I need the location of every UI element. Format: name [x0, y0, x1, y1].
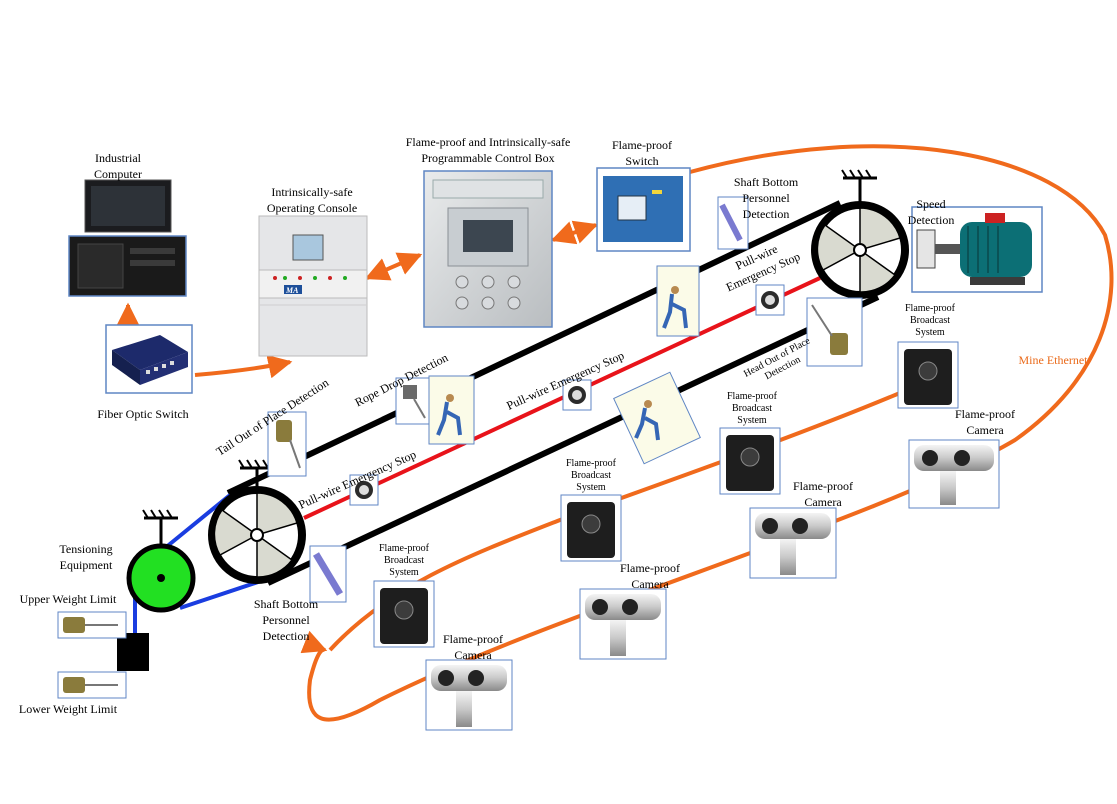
- label-camera-1: Flame-proof Camera: [443, 632, 503, 662]
- camera-device-1: [425, 659, 513, 731]
- rope-drop-sensor: [395, 377, 433, 425]
- tail-pulley: [208, 459, 306, 584]
- lower-weight-limit-switch: [57, 671, 127, 699]
- camera-device-4: [908, 439, 1000, 509]
- belt-upper: [226, 200, 842, 496]
- label-mine-ethernet: Mine Ethernet: [1018, 353, 1088, 367]
- camera-device-3: [749, 507, 837, 579]
- label-shaft-bottom-top: Shaft Bottom Personnel Detection: [733, 175, 799, 221]
- box-switch-link: [550, 220, 599, 245]
- label-camera-2: Flame-proof Camera: [620, 561, 680, 591]
- pull-wire: [303, 276, 821, 520]
- label-tensioning: Tensioning Equipment: [59, 542, 113, 572]
- programmable-control-box: [423, 170, 553, 328]
- label-broadcast-4: Flame-proof Broadcast System: [905, 303, 955, 338]
- head-out-of-place-sensor: [806, 297, 863, 367]
- operating-console: MA: [258, 215, 368, 357]
- label-upper-weight: Upper Weight Limit: [19, 592, 117, 606]
- industrial-computer: [68, 179, 187, 297]
- label-operating-console: Intrinsically-safe Operating Console: [266, 185, 358, 215]
- personnel-detection-upper: [428, 375, 475, 445]
- label-camera-4: Flame-proof Camera: [955, 407, 1015, 437]
- broadcast-device-4: [897, 341, 959, 409]
- label-control-box: Flame-proof and Intrinsically-safe Progr…: [405, 135, 571, 165]
- upper-weight-limit-switch: [57, 611, 127, 639]
- broadcast-device-1: [373, 580, 435, 648]
- belt-lower: [266, 294, 880, 586]
- counter-weight: [117, 633, 149, 671]
- personnel-detection-middle: [656, 265, 700, 337]
- head-pulley: [811, 169, 909, 299]
- tail-out-of-place-sensor: [267, 411, 307, 477]
- flameproof-switch-device: [596, 167, 691, 252]
- pull-wire-switch-2: [562, 379, 592, 411]
- label-shaft-bottom-low: Shaft Bottom Personnel Detection: [253, 597, 319, 643]
- tensioning-wheel: [126, 509, 196, 613]
- label-fiber-switch: Fiber Optic Switch: [97, 407, 189, 421]
- console-box-link: [364, 252, 423, 281]
- fiber-console-link: [194, 354, 293, 379]
- label-lower-weight: Lower Weight Limit: [18, 702, 118, 716]
- personnel-detection-lower-belt: [613, 371, 701, 465]
- fiber-optic-switch: [105, 324, 193, 394]
- label-industrial-computer: Industrial Computer: [94, 151, 142, 181]
- label-broadcast-1: Flame-proof Broadcast System: [379, 543, 429, 578]
- label-broadcast-3: Flame-proof Broadcast System: [727, 391, 777, 426]
- label-flameproof-switch: Flame-proof Switch: [612, 138, 672, 168]
- console-brand: MA: [285, 286, 299, 295]
- drive-motor: [911, 206, 1043, 293]
- camera-device-2: [579, 588, 667, 660]
- label-speed-detection: Speed Detection: [907, 197, 955, 227]
- pull-wire-switch-3: [755, 284, 785, 316]
- broadcast-device-2: [560, 494, 622, 562]
- label-camera-3: Flame-proof Camera: [793, 479, 853, 509]
- broadcast-device-3: [719, 427, 781, 495]
- shaft-bottom-sensor-low: [309, 545, 347, 603]
- shaft-bottom-sensor-top: [717, 196, 749, 250]
- label-broadcast-2: Flame-proof Broadcast System: [566, 458, 616, 493]
- pull-wire-switch-1: [349, 474, 379, 506]
